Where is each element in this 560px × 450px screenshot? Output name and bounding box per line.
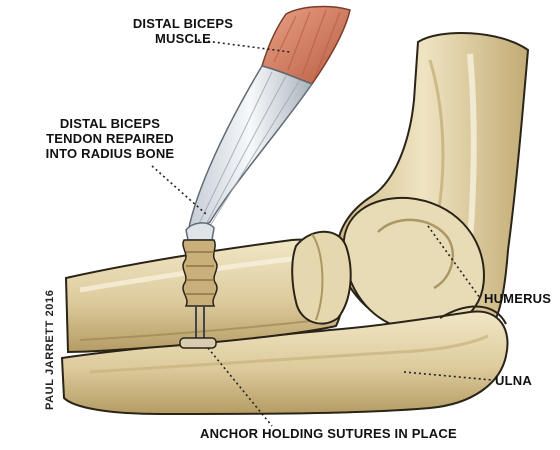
- ulna-olecranon: [439, 305, 507, 325]
- bone-tunnel-screw: [182, 239, 218, 307]
- screw-threads: [186, 251, 214, 295]
- label-humerus: HUMERUS: [484, 291, 552, 306]
- leader-tendon: [151, 165, 207, 215]
- artist-credit: PAUL JARRETT 2016: [44, 289, 56, 410]
- label-distal-biceps-muscle: DISTAL BICEPS MUSCLE: [118, 16, 248, 46]
- tendon-stump: [185, 222, 215, 241]
- label-ulna: ULNA: [495, 373, 532, 388]
- label-muscle-line2: MUSCLE: [154, 31, 212, 46]
- radial-head-rim: [311, 233, 324, 321]
- label-muscle-line1: DISTAL BICEPS: [132, 16, 234, 31]
- muscle-fibers: [273, 9, 341, 81]
- label-anchor: ANCHOR HOLDING SUTURES IN PLACE: [200, 426, 457, 441]
- humerus-highlight: [467, 53, 477, 241]
- humerus-shaft-shading: [428, 59, 445, 215]
- suture-strands: [195, 306, 205, 338]
- label-distal-biceps-tendon: DISTAL BICEPS TENDON REPAIRED INTO RADIU…: [30, 116, 190, 161]
- biceps-muscle: [261, 5, 351, 85]
- ulna-ridge: [89, 334, 489, 374]
- label-tendon-line2: TENDON REPAIRED: [46, 131, 174, 146]
- condyle-fossa: [377, 218, 455, 290]
- leader-muscle: [197, 39, 291, 53]
- suture-anchor: [179, 337, 217, 349]
- label-tendon-line3: INTO RADIUS BONE: [45, 146, 175, 161]
- tendon-fibers: [197, 71, 301, 229]
- leader-anchor: [207, 347, 273, 427]
- radius-underside: [79, 319, 321, 341]
- label-tendon-line1: DISTAL BICEPS: [59, 116, 161, 131]
